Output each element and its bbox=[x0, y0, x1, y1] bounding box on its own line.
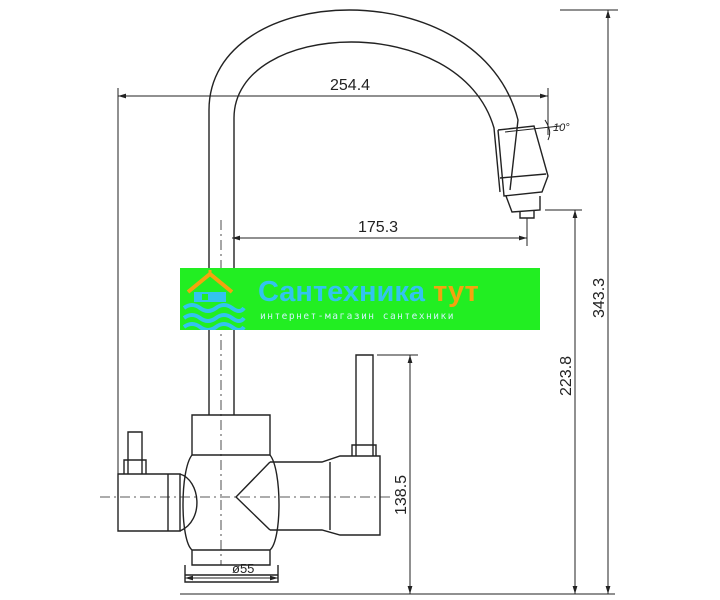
dim-label-spout-angle: 10° bbox=[553, 122, 570, 134]
dim-label-handle-height: 138.5 bbox=[393, 475, 410, 515]
right-cartridge bbox=[270, 455, 381, 536]
spout-outer bbox=[208, 9, 519, 415]
faucet-outline bbox=[100, 9, 549, 583]
watermark-name-part1: Сантехника bbox=[258, 276, 426, 308]
dim-label-base-diameter: ø55 bbox=[232, 561, 254, 576]
watermark-store-name: Сантехника тут bbox=[258, 276, 479, 309]
watermark-banner: Сантехника тут интернет-магазин сантехни… bbox=[180, 268, 540, 330]
dimension-lines bbox=[117, 9, 618, 595]
right-lever bbox=[355, 354, 374, 456]
mixer-base bbox=[184, 565, 279, 583]
dim-label-spout-offset: 175.3 bbox=[358, 219, 398, 236]
house-water-logo-icon bbox=[182, 270, 246, 330]
mixer-body bbox=[191, 414, 271, 456]
dimension-labels: 254.4 175.3 343.3 223.8 138.5 ø55 10° bbox=[232, 77, 608, 576]
spout-tip bbox=[497, 125, 549, 197]
dim-label-total-height: 343.3 bbox=[591, 278, 608, 318]
dim-label-outlet-height: 223.8 bbox=[558, 356, 575, 396]
left-cartridge bbox=[117, 473, 181, 532]
watermark-tagline: интернет-магазин сантехники bbox=[260, 311, 455, 322]
watermark-name-part2: тут bbox=[433, 276, 479, 308]
dim-label-spout-reach: 254.4 bbox=[330, 77, 370, 94]
left-lever bbox=[127, 431, 143, 474]
